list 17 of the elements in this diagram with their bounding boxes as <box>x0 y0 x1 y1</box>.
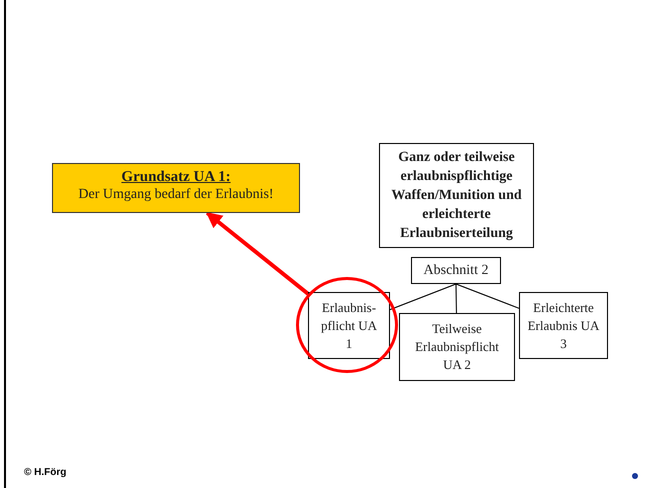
heading-box <box>379 143 534 248</box>
box-text: Erlaubnis-pflicht UA 1 <box>321 298 377 352</box>
author-credit: © H.Förg <box>24 466 66 480</box>
category-box <box>399 313 515 381</box>
highlight-circle <box>296 277 398 373</box>
arrow <box>206 211 310 296</box>
connector-line <box>390 284 456 310</box>
category-box <box>519 292 608 359</box>
box-heading: Grundsatz UA 1: <box>121 169 231 186</box>
box-text: Teilweise Erlaubnispflicht UA 2 <box>414 320 500 374</box>
box-text: Erleichterte Erlaubnis UA 3 <box>526 298 600 352</box>
box-text: Abschnitt 2 <box>424 262 488 280</box>
section-box <box>411 257 501 284</box>
box-text: Ganz oder teilweise erlaubnispflichtige Waffen/Munition und erleichterte Erlaubniserteilung <box>390 149 523 243</box>
box-text: Der Umgang bedarf der Erlaubnis! <box>78 186 274 203</box>
principle-box <box>52 163 300 213</box>
connector-line <box>456 284 457 314</box>
